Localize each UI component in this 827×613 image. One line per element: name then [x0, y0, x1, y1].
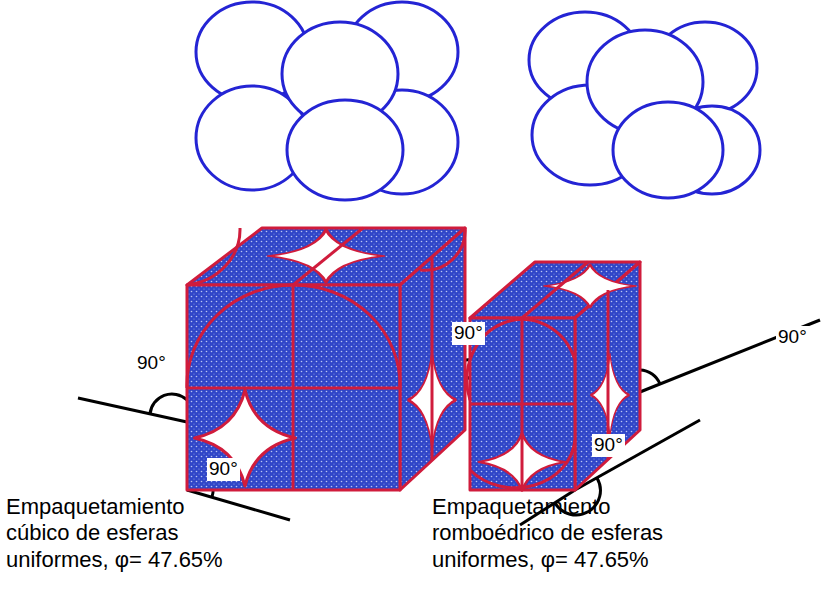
angle-label: 90° — [452, 322, 485, 345]
angle-label: 90° — [776, 326, 809, 349]
caption-text: Empaquetamiento romboédrico de esferas u… — [432, 494, 700, 573]
angle-label: 90° — [592, 434, 625, 457]
sphere-cluster — [529, 12, 760, 198]
angle-label: 90° — [207, 458, 240, 481]
caption-text: Empaquetamiento cúbico de esferas unifor… — [6, 494, 246, 573]
cubic-cell — [187, 228, 465, 490]
angle-label: 90° — [135, 352, 168, 375]
rhombohedral-cell — [467, 262, 640, 491]
sphere-cluster — [196, 2, 458, 200]
